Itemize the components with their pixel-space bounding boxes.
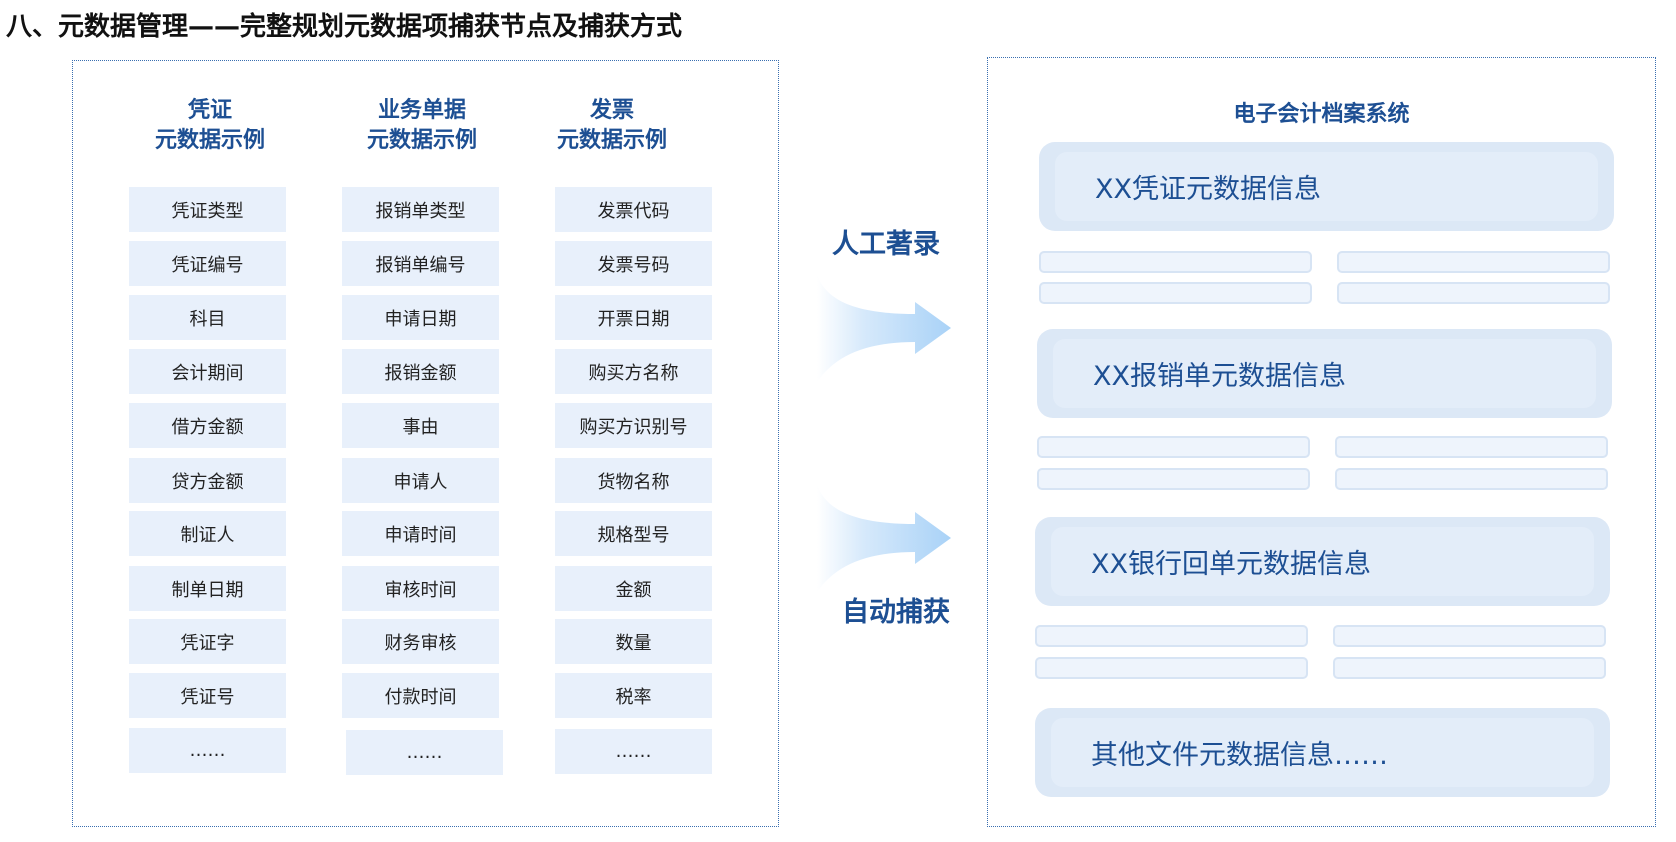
invoice-field-cell: 发票代码 bbox=[555, 187, 712, 232]
business-doc-field-cell: 申请时间 bbox=[342, 511, 499, 556]
invoice-column-title-line1: 发票 bbox=[589, 98, 634, 123]
voucher-metadata-card: XX凭证元数据信息 bbox=[1039, 142, 1614, 231]
metadata-field-bar bbox=[1037, 468, 1310, 490]
invoice-field-cell: 规格型号 bbox=[555, 511, 712, 556]
metadata-field-bar bbox=[1333, 625, 1606, 647]
business-doc-column-title: 业务单据 元数据示例 bbox=[312, 96, 532, 156]
invoice-column-title: 发票 元数据示例 bbox=[502, 96, 722, 156]
voucher-field-cell: 凭证类型 bbox=[129, 187, 286, 232]
voucher-field-cell: 制证人 bbox=[129, 511, 286, 556]
page-title: 八、元数据管理——完整规划元数据项捕获节点及捕获方式 bbox=[6, 12, 683, 42]
metadata-field-bar bbox=[1337, 282, 1610, 304]
voucher-field-cell: 科目 bbox=[129, 295, 286, 340]
invoice-field-cell: 税率 bbox=[555, 673, 712, 718]
archive-system-title: 电子会计档案系统 bbox=[1233, 102, 1410, 127]
reimbursement-metadata-card-label: XX报销单元数据信息 bbox=[1053, 339, 1596, 408]
bank-receipt-metadata-card: XX银行回单元数据信息 bbox=[1035, 517, 1610, 606]
voucher-field-cell: 凭证字 bbox=[129, 619, 286, 664]
reimbursement-metadata-card: XX报销单元数据信息 bbox=[1037, 329, 1612, 418]
metadata-field-bar bbox=[1335, 468, 1608, 490]
metadata-field-bar bbox=[1037, 436, 1310, 458]
invoice-field-cell: 金额 bbox=[555, 566, 712, 611]
archive-system-panel bbox=[987, 57, 1656, 827]
auto-capture-arrow-icon bbox=[817, 484, 951, 592]
voucher-field-cell: …… bbox=[129, 728, 286, 773]
invoice-field-cell: …… bbox=[555, 729, 712, 774]
metadata-field-bar bbox=[1039, 282, 1312, 304]
voucher-field-cell: 制单日期 bbox=[129, 566, 286, 611]
invoice-column-title-line2: 元数据示例 bbox=[556, 128, 667, 153]
metadata-field-bar bbox=[1337, 251, 1610, 273]
business-doc-field-cell: 申请日期 bbox=[342, 295, 499, 340]
manual-entry-arrow-icon bbox=[817, 274, 951, 382]
voucher-field-cell: 借方金额 bbox=[129, 403, 286, 448]
metadata-field-bar bbox=[1035, 625, 1308, 647]
voucher-column-title-line1: 凭证 bbox=[187, 98, 232, 123]
other-files-metadata-card-label: 其他文件元数据信息…… bbox=[1051, 718, 1594, 787]
invoice-field-cell: 购买方识别号 bbox=[555, 403, 712, 448]
invoice-field-cell: 购买方名称 bbox=[555, 349, 712, 394]
voucher-column-title: 凭证 元数据示例 bbox=[100, 96, 320, 156]
business-doc-field-cell: 审核时间 bbox=[342, 566, 499, 611]
voucher-column-title-line2: 元数据示例 bbox=[154, 128, 265, 153]
business-doc-field-cell: 付款时间 bbox=[342, 673, 499, 718]
voucher-field-cell: 贷方金额 bbox=[129, 458, 286, 503]
bank-receipt-metadata-card-label: XX银行回单元数据信息 bbox=[1051, 527, 1594, 596]
invoice-field-cell: 货物名称 bbox=[555, 458, 712, 503]
voucher-metadata-card-label: XX凭证元数据信息 bbox=[1055, 152, 1598, 221]
voucher-field-cell: 凭证编号 bbox=[129, 241, 286, 286]
voucher-field-cell: 凭证号 bbox=[129, 673, 286, 718]
invoice-field-cell: 开票日期 bbox=[555, 295, 712, 340]
invoice-field-cell: 数量 bbox=[555, 619, 712, 664]
auto-capture-label: 自动捕获 bbox=[842, 597, 950, 628]
invoice-field-cell: 发票号码 bbox=[555, 241, 712, 286]
business-doc-field-cell: 申请人 bbox=[342, 458, 499, 503]
metadata-field-bar bbox=[1335, 436, 1608, 458]
business-doc-field-cell: 报销金额 bbox=[342, 349, 499, 394]
metadata-field-bar bbox=[1333, 657, 1606, 679]
metadata-field-bar bbox=[1039, 251, 1312, 273]
business-doc-column-title-line1: 业务单据 bbox=[377, 98, 466, 123]
business-doc-field-cell: 报销单编号 bbox=[342, 241, 499, 286]
business-doc-field-cell: 财务审核 bbox=[342, 619, 499, 664]
manual-entry-label: 人工著录 bbox=[832, 229, 940, 260]
other-files-metadata-card: 其他文件元数据信息…… bbox=[1035, 708, 1610, 797]
metadata-examples-panel bbox=[72, 60, 779, 827]
business-doc-column-title-line2: 元数据示例 bbox=[366, 128, 477, 153]
business-doc-field-cell: 事由 bbox=[342, 403, 499, 448]
business-doc-field-cell: …… bbox=[346, 730, 503, 775]
metadata-field-bar bbox=[1035, 657, 1308, 679]
voucher-field-cell: 会计期间 bbox=[129, 349, 286, 394]
business-doc-field-cell: 报销单类型 bbox=[342, 187, 499, 232]
